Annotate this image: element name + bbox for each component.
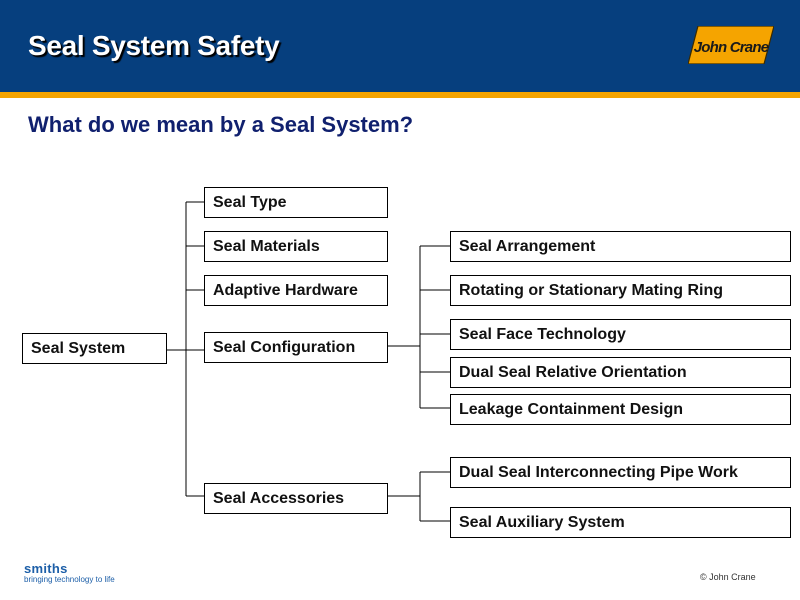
smiths-tagline: bringing technology to life	[24, 575, 115, 584]
node-interconnecting-pipe-work: Dual Seal Interconnecting Pipe Work	[450, 457, 791, 488]
node-seal-accessories: Seal Accessories	[204, 483, 388, 514]
node-seal-face-technology: Seal Face Technology	[450, 319, 791, 350]
john-crane-logo: John Crane	[688, 26, 774, 64]
node-mating-ring: Rotating or Stationary Mating Ring	[450, 275, 791, 306]
header-accent-stripe	[0, 92, 800, 98]
node-leakage-containment: Leakage Containment Design	[450, 394, 791, 425]
node-seal-auxiliary-system: Seal Auxiliary System	[450, 507, 791, 538]
slide-title: Seal System Safety	[28, 30, 280, 61]
node-seal-arrangement: Seal Arrangement	[450, 231, 791, 262]
node-dual-seal-orientation: Dual Seal Relative Orientation	[450, 357, 791, 388]
copyright-notice: © John Crane	[700, 572, 756, 582]
node-adaptive-hardware: Adaptive Hardware	[204, 275, 388, 306]
node-seal-materials: Seal Materials	[204, 231, 388, 262]
smiths-logo: smiths	[24, 561, 68, 576]
slide-subtitle: What do we mean by a Seal System?	[28, 112, 414, 137]
header-bar	[0, 0, 800, 92]
node-seal-configuration: Seal Configuration	[204, 332, 388, 363]
logo-text: John Crane	[694, 39, 769, 56]
node-seal-system: Seal System	[22, 333, 167, 364]
node-seal-type: Seal Type	[204, 187, 388, 218]
